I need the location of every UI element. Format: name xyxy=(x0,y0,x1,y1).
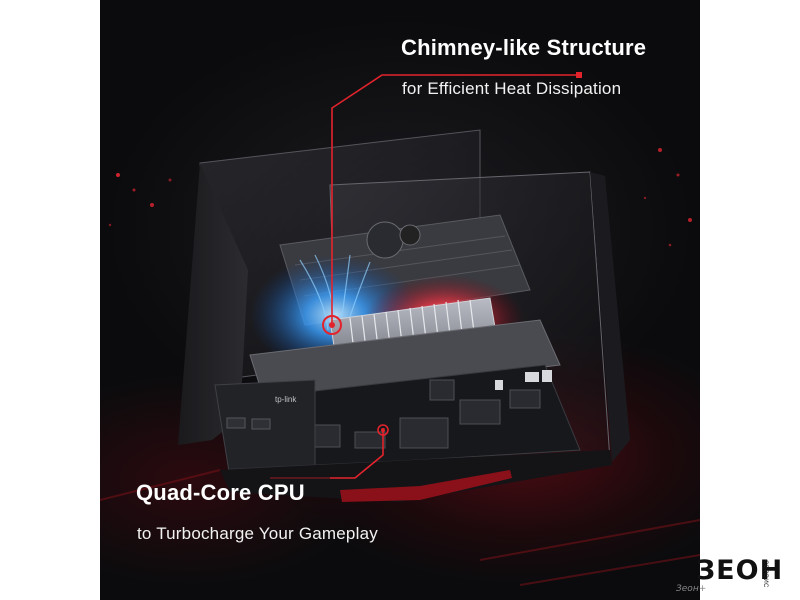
watermark-logo: ЗЕОН xyxy=(696,555,784,586)
router-illustration: tp-link xyxy=(100,72,700,586)
left-shell xyxy=(178,163,248,445)
right-shell xyxy=(590,172,630,462)
base-red-accent xyxy=(340,470,512,502)
chimney-callout-title: Chimney-like Structure xyxy=(401,35,647,60)
front-button-left xyxy=(226,417,246,429)
floor-reflection xyxy=(100,469,700,586)
top-vent-ring xyxy=(366,221,404,259)
callout-end-square xyxy=(576,72,582,78)
chimney-callout-subtitle: for Efficient Heat Dissipation xyxy=(402,79,622,98)
top-vent-ring-small xyxy=(399,224,421,246)
product-scene: tp-link Chimney-like Structure for Effic… xyxy=(100,0,700,600)
device-brand-mark: tp-link xyxy=(275,395,297,404)
board-connectors xyxy=(495,370,552,390)
cpu-callout-title: Quad-Core CPU xyxy=(136,480,305,505)
front-button-right xyxy=(251,418,271,430)
router-base xyxy=(220,450,612,502)
background-light-dots xyxy=(108,148,692,247)
cpu-callout-subtitle: to Turbocharge Your Gameplay xyxy=(137,524,378,543)
watermark: ЗЕОН СЕРВИС Зеон+ xyxy=(676,555,786,596)
watermark-caption: Зеон+ xyxy=(676,584,707,594)
watermark-side-text: СЕРВИС xyxy=(762,560,768,588)
callout-lines xyxy=(330,74,580,479)
